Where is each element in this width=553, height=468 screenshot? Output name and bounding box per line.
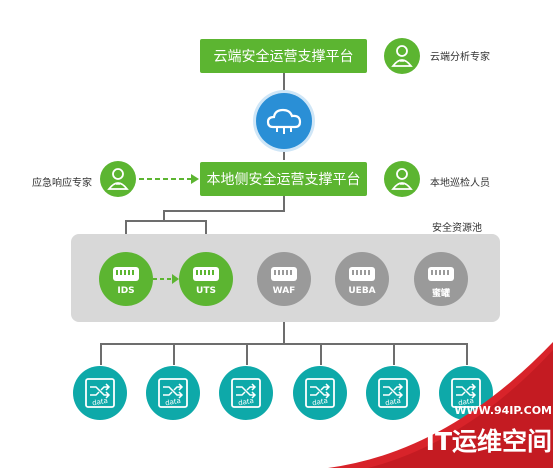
ueba-label: UEBA bbox=[348, 286, 376, 296]
cloud-platform-label: 云端安全运营支撑平台 bbox=[213, 49, 354, 65]
switch-icon: data bbox=[451, 378, 481, 408]
data-node-3: data bbox=[219, 366, 273, 420]
node-drop-1 bbox=[100, 343, 102, 365]
data-node-label: data bbox=[92, 397, 109, 408]
node-drop-3 bbox=[246, 343, 248, 365]
switch-icon: data bbox=[231, 378, 261, 408]
cloud-expert-avatar bbox=[384, 38, 420, 74]
person-icon bbox=[391, 168, 413, 190]
waf-label: WAF bbox=[272, 286, 296, 296]
cloud-to-hub-line bbox=[283, 73, 285, 95]
local-platform-box: 本地侧安全运营支撑平台 bbox=[200, 162, 367, 196]
honeypot-label: 蜜罐 bbox=[431, 289, 450, 299]
data-node-label: data bbox=[458, 397, 475, 408]
cloud-hub bbox=[256, 93, 312, 149]
dashed-arrow-icon bbox=[139, 174, 199, 184]
cloud-expert-label: 云端分析专家 bbox=[430, 52, 490, 63]
data-node-label: data bbox=[385, 397, 402, 408]
local-inspector-avatar bbox=[384, 161, 420, 197]
ids-label: IDS bbox=[117, 286, 135, 296]
node-drop-2 bbox=[173, 343, 175, 365]
pool-branch-horizontal bbox=[163, 210, 285, 212]
watermark-brand: IT运维空间 bbox=[426, 427, 552, 456]
server-icon bbox=[113, 267, 139, 281]
local-inspector-label: 本地巡检人员 bbox=[430, 178, 490, 189]
pool-branch-mid bbox=[163, 210, 165, 221]
person-icon bbox=[391, 45, 413, 67]
response-expert-label: 应急响应专家 bbox=[32, 178, 92, 189]
resource-pool-label: 安全资源池 bbox=[432, 223, 482, 234]
uts-label: UTS bbox=[196, 286, 216, 296]
watermark-url: WWW.94IP.COM bbox=[454, 404, 552, 417]
ids-resource: IDS bbox=[99, 252, 153, 306]
local-platform-label: 本地侧安全运营支撑平台 bbox=[206, 172, 361, 188]
dashed-arrow-icon bbox=[153, 274, 179, 284]
cloud-platform-box: 云端安全运营支撑平台 bbox=[200, 39, 367, 73]
switch-icon: data bbox=[85, 378, 115, 408]
local-down-line bbox=[283, 195, 285, 211]
data-node-label: data bbox=[238, 397, 255, 408]
data-node-2: data bbox=[146, 366, 200, 420]
watermark-banner: WWW.94IP.COM IT运维空间 bbox=[328, 342, 553, 468]
nodes-bus-line bbox=[100, 343, 467, 345]
node-drop-5 bbox=[393, 343, 395, 365]
hub-to-local-line bbox=[283, 146, 285, 160]
pool-branch-h2 bbox=[125, 220, 206, 222]
switch-icon: data bbox=[378, 378, 408, 408]
person-icon bbox=[107, 168, 129, 190]
cloud-icon bbox=[266, 108, 302, 134]
switch-icon: data bbox=[305, 378, 335, 408]
uts-resource: UTS bbox=[179, 252, 233, 306]
data-node-4: data bbox=[293, 366, 347, 420]
server-icon bbox=[428, 267, 454, 281]
node-drop-4 bbox=[320, 343, 322, 365]
ueba-resource: UEBA bbox=[335, 252, 389, 306]
data-node-label: data bbox=[312, 397, 329, 408]
data-node-label: data bbox=[165, 397, 182, 408]
node-drop-6 bbox=[466, 343, 468, 365]
waf-resource: WAF bbox=[257, 252, 311, 306]
data-node-5: data bbox=[366, 366, 420, 420]
pool-bottom-line bbox=[283, 322, 285, 344]
honeypot-resource: 蜜罐 bbox=[414, 252, 468, 306]
response-expert-avatar bbox=[100, 161, 136, 197]
server-icon bbox=[349, 267, 375, 281]
server-icon bbox=[271, 267, 297, 281]
data-node-1: data bbox=[73, 366, 127, 420]
switch-icon: data bbox=[158, 378, 188, 408]
server-icon bbox=[193, 267, 219, 281]
